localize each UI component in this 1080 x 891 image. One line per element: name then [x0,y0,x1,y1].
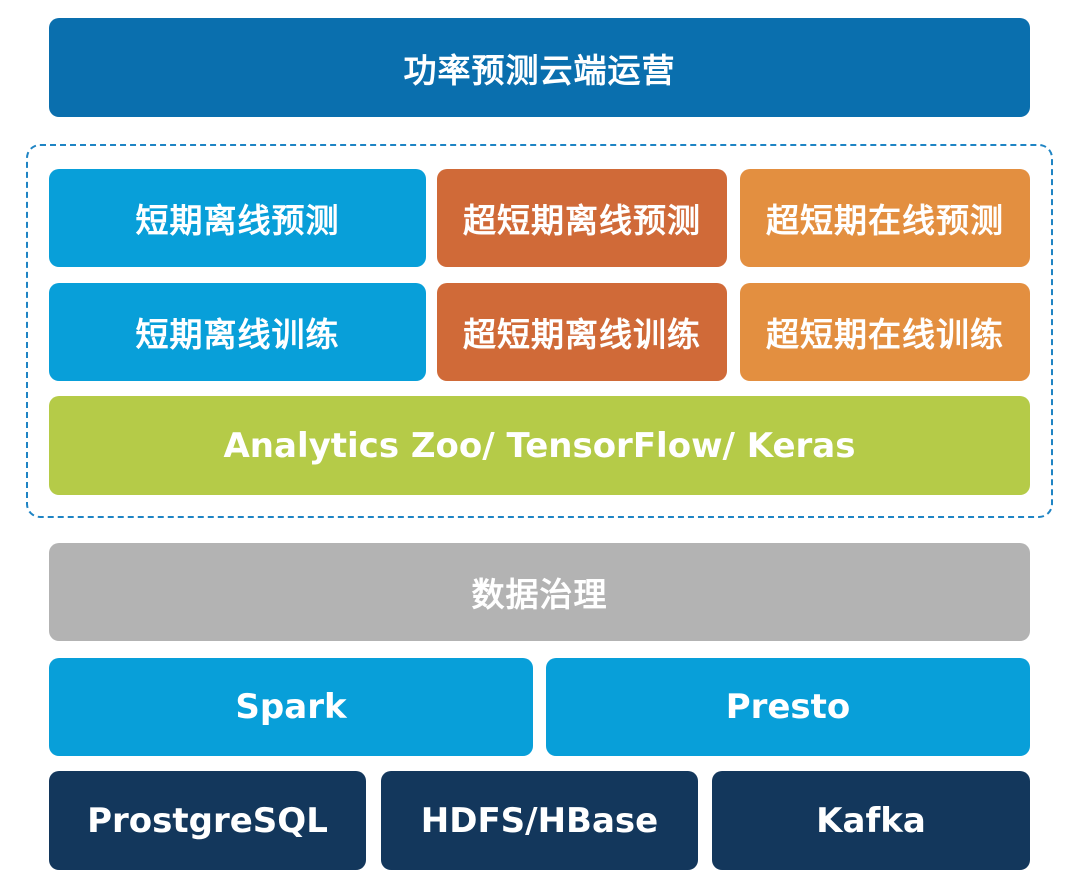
ultra-short-term-online-prediction-block: 超短期在线预测 [740,169,1030,267]
ultra-short-term-offline-training-block: 超短期离线训练 [437,283,727,381]
ml-framework-block: Analytics Zoo/ TensorFlow/ Keras [49,396,1030,495]
hdfs-hbase-block: HDFS/HBase [381,771,698,870]
presto-block: Presto [546,658,1030,756]
spark-block: Spark [49,658,533,756]
cloud-operation-title: 功率预测云端运营 [49,18,1030,117]
model-layer-dashed-frame [26,144,1053,518]
data-governance-block: 数据治理 [49,543,1030,641]
ultra-short-term-offline-prediction-block: 超短期离线预测 [437,169,727,267]
postgresql-block: ProstgreSQL [49,771,366,870]
kafka-block: Kafka [712,771,1030,870]
ultra-short-term-online-training-block: 超短期在线训练 [740,283,1030,381]
short-term-offline-prediction-block: 短期离线预测 [49,169,426,267]
short-term-offline-training-block: 短期离线训练 [49,283,426,381]
